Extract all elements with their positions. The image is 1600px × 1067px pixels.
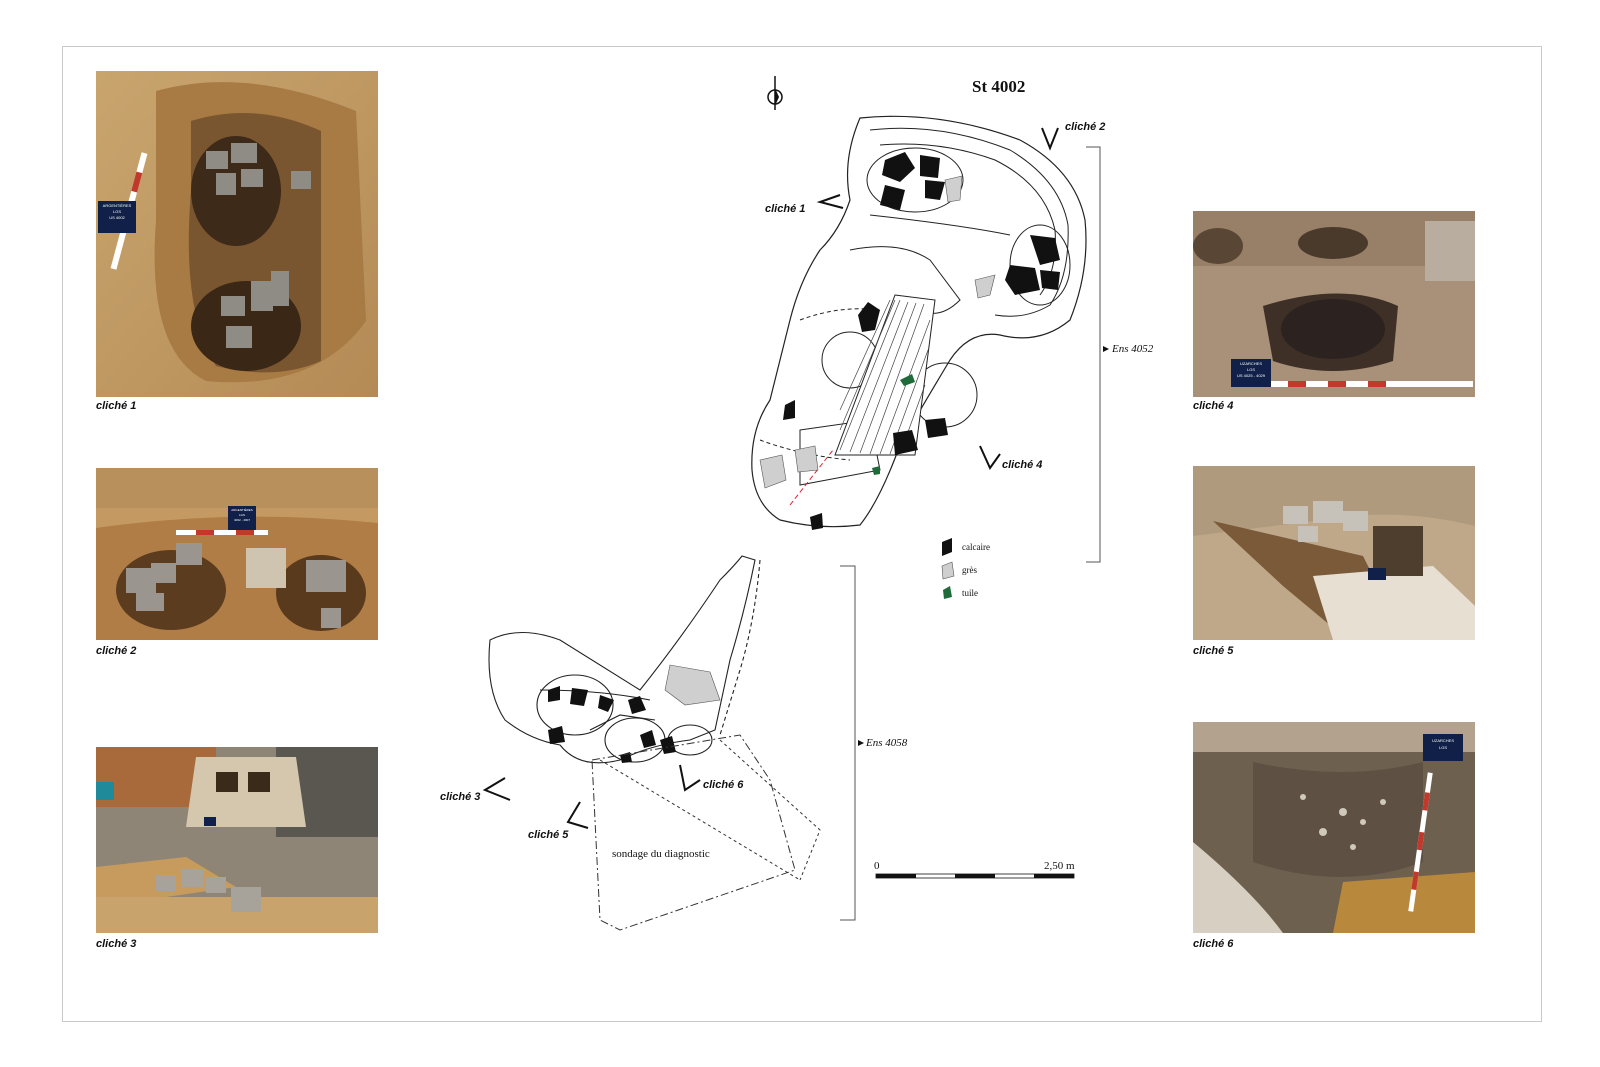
view-marker-2 [1041, 127, 1059, 151]
view-marker-1 [816, 194, 844, 209]
bracket-ens-4052 [1086, 146, 1101, 563]
scale-end: 2,50 m [1044, 860, 1075, 872]
plan-label-cliche-4: cliché 4 [1002, 459, 1042, 471]
photo-4-caption: cliché 4 [1193, 400, 1234, 412]
north-arrow-icon [767, 76, 783, 110]
legend-label-gres: grès [962, 565, 977, 575]
sondage-outline [591, 734, 796, 931]
view-marker-4 [979, 445, 1001, 470]
bracket-arrow-b-icon [858, 740, 864, 746]
tile-upper-2 [872, 466, 880, 475]
plan-label-cliche-6: cliché 6 [703, 779, 744, 791]
stones-upper [783, 152, 1060, 530]
legend-swatch-calcaire [942, 538, 952, 556]
legend-label-tuile: tuile [962, 588, 978, 598]
sandstone-lower [664, 664, 721, 706]
legend-swatch-gres [941, 561, 955, 580]
sandstone-upper [759, 175, 996, 489]
section-lines [599, 739, 821, 881]
legend-swatch-tuile [943, 586, 952, 599]
scale-start: 0 [874, 860, 880, 872]
plan-label-cliche-5: cliché 5 [528, 829, 569, 841]
plan-label-cliche-1: cliché 1 [765, 203, 805, 215]
plan-label-cliche-3: cliché 3 [440, 791, 480, 803]
view-marker-6 [679, 764, 701, 792]
photo-3-caption: cliché 3 [96, 938, 137, 950]
bracket-arrow-a-icon [1103, 346, 1109, 352]
legend-label-calcaire: calcaire [962, 542, 990, 552]
photo-6-caption: cliché 6 [1193, 938, 1234, 950]
lower-feature [488, 555, 761, 764]
photo-5-caption: cliché 5 [1193, 645, 1234, 657]
photo-3 [96, 747, 378, 933]
photo-1-caption: cliché 1 [96, 400, 137, 412]
plan-label-sondage: sondage du diagnostic [612, 848, 710, 860]
tile-upper [900, 374, 915, 386]
figure-frame [62, 46, 1542, 1022]
red-dashed-line [789, 449, 834, 506]
photo-2-caption: cliché 2 [96, 645, 137, 657]
view-marker-5 [566, 801, 589, 829]
stones-lower [548, 686, 676, 763]
bracket-ens-4058 [840, 565, 856, 921]
plan-title: St 4002 [972, 77, 1025, 96]
photo-5 [1193, 466, 1475, 640]
legend: calcaire grès tuile [941, 538, 990, 599]
view-marker-3 [482, 777, 511, 801]
plan-label-ens-4052: Ens 4052 [1111, 343, 1154, 355]
plan-label-cliche-2: cliché 2 [1065, 121, 1105, 133]
scale-bar: 0 2,50 m [874, 860, 1075, 879]
plan-label-ens-4058: Ens 4058 [865, 737, 908, 749]
